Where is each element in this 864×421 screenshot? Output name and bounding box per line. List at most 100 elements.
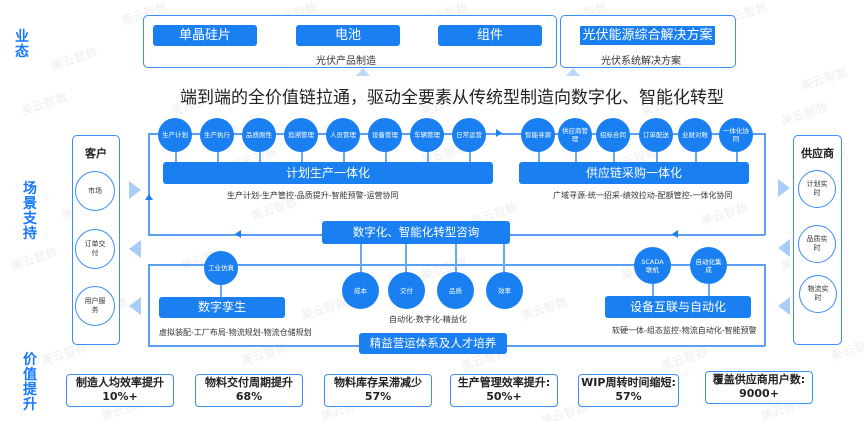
connector — [503, 244, 505, 272]
watermark-text: 美云智数 — [299, 294, 350, 324]
production-circle: 追溯管理 — [284, 118, 318, 152]
connector — [613, 150, 615, 162]
supply-chain-circle: 业财对账 — [678, 118, 712, 152]
label-scenario: 场景支持 — [23, 181, 37, 242]
circle-label: 人员管理 — [330, 131, 356, 139]
arrow-left-icon — [129, 240, 141, 258]
connector — [259, 150, 261, 162]
value-metric-card: WIP周转时间缩短:57% — [578, 374, 679, 407]
connector — [656, 150, 658, 162]
headline: 端到端的全价值链拉通，驱动全要素从传统型制造向数字化、智能化转型 — [180, 88, 724, 108]
production-circle: 生产执行 — [200, 118, 234, 152]
supply-chain-circle: 一体化协同 — [719, 118, 753, 152]
customer-item-market: 市场 — [75, 171, 115, 211]
equipment-caption: 软硬一体-组态监控-物流自动化-智能预警 — [612, 326, 757, 335]
supply-chain-circle: 招标合同 — [596, 118, 630, 152]
product-silicon-wafer: 单晶硅片 — [153, 25, 257, 46]
metric-value: 50%+ — [486, 390, 522, 403]
circle-label: 日常运营 — [456, 131, 482, 139]
watermark-text: 美云智数 — [19, 89, 70, 119]
circle-label: 订单配送 — [643, 131, 669, 139]
supplier-item-logistics: 物流实时 — [799, 275, 837, 313]
flow-line-left — [148, 133, 150, 235]
connector — [343, 150, 345, 162]
supplier-item-plan: 计划实时 — [798, 170, 836, 208]
supply-chain-caption: 广域寻源-统一招采-绩效拉动-配额管控-一体化协同 — [553, 191, 733, 200]
connector — [652, 284, 654, 296]
metric-value: 57% — [364, 390, 392, 403]
digital-twin-caption: 虚拟装配-工厂布局-物流规划-物流仓储规划 — [159, 328, 312, 337]
supplier-item-label: 品质实时 — [806, 235, 828, 252]
value-metric-card: 生产管理效率提升:50%+ — [450, 374, 558, 407]
production-circle: 日常运营 — [452, 118, 486, 152]
connector — [385, 150, 387, 162]
arrow-up-icon — [145, 194, 153, 200]
arrow-left-icon — [235, 230, 241, 238]
metric-value: 10%+ — [102, 390, 138, 403]
watermark-text: 美云智数 — [659, 344, 710, 374]
product-module: 组件 — [438, 25, 542, 46]
solution-caption: 光伏系统解决方案 — [601, 56, 681, 67]
supply-chain-integration-bar: 供应链采购一体化 — [519, 162, 749, 184]
connector — [360, 244, 362, 272]
circle-label: 招标合同 — [600, 131, 626, 139]
arrow-left-icon — [672, 230, 678, 238]
circle-label: 设备管理 — [372, 131, 398, 139]
digital-twin-bar: 数字孪生 — [159, 297, 285, 318]
production-caption: 生产计划-生产管控-品质提升-智能预警-运营协同 — [227, 191, 399, 200]
circle-label: SCADA联机 — [641, 257, 664, 274]
supplier-item-label: 计划实时 — [806, 180, 828, 197]
connector — [301, 150, 303, 162]
production-circle: 车辆管理 — [410, 118, 444, 152]
watermark-text: 美云智数 — [9, 244, 60, 274]
circle-label: 追溯管理 — [288, 131, 314, 139]
metric-value: 68% — [235, 390, 263, 403]
production-circle: 生产计划 — [158, 118, 192, 152]
arrow-right-icon — [496, 129, 502, 137]
metric-label: 物料库存呆滞减少 — [334, 376, 422, 389]
watermark-text: 美云智数 — [699, 199, 750, 229]
metric-value: 9000+ — [739, 387, 779, 400]
connector — [405, 244, 407, 272]
consulting-circle-efficiency: 效率 — [486, 272, 523, 309]
customer-title: 客户 — [85, 147, 107, 160]
consulting-caption: 自动化-数字化-精益化 — [389, 315, 467, 324]
customer-item-label: 市场 — [88, 186, 102, 195]
lower-frame-top — [148, 264, 765, 266]
circle-label: 供应商管理 — [562, 127, 588, 143]
circle-label: 生产执行 — [204, 131, 230, 139]
customer-item-user-service: 用户服务 — [75, 286, 115, 326]
connector — [708, 284, 710, 296]
metric-label: 覆盖供应商用户数: — [712, 373, 806, 386]
connector — [175, 150, 177, 162]
circle-label: 智能寻源 — [525, 131, 551, 139]
supply-chain-circle: 智能寻源 — [521, 118, 555, 152]
consulting-circle-delivery: 交付 — [388, 272, 425, 309]
circle-label: 成本 — [354, 286, 367, 295]
watermark-text: 美云智数 — [799, 64, 850, 94]
supply-chain-circle: 订单配送 — [639, 118, 673, 152]
lean-bar: 精益营运体系及人才培养 — [359, 333, 507, 354]
circle-label: 生产计划 — [162, 131, 188, 139]
production-circle: 设备管理 — [368, 118, 402, 152]
connector — [469, 150, 471, 162]
consulting-circle-cost: 成本 — [342, 272, 379, 309]
customer-item-label: 用户服务 — [84, 297, 106, 314]
circle-label: 一体化协同 — [723, 127, 749, 143]
connector — [575, 150, 577, 162]
arrow-left-icon — [778, 297, 790, 315]
product-caption: 光伏产品制造 — [316, 56, 376, 67]
supply-chain-circle: 供应商管理 — [558, 118, 592, 152]
circle-label: 品质刚性 — [246, 131, 272, 139]
circle-label: 车辆管理 — [414, 131, 440, 139]
circle-label: 工业仿真 — [208, 264, 234, 272]
label-value: 价值提升 — [23, 352, 37, 413]
consulting-bar: 数字化、智能化转型咨询 — [322, 221, 510, 244]
production-circle: 人员管理 — [326, 118, 360, 152]
digital-twin-circle-simulation: 工业仿真 — [204, 251, 238, 285]
equipment-circle-scada: SCADA联机 — [634, 247, 671, 284]
connector — [538, 150, 540, 162]
arrow-right-icon — [778, 179, 790, 197]
